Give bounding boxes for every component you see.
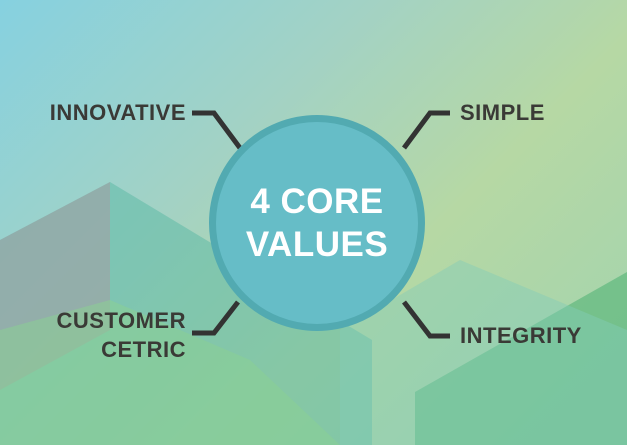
bg-shape-mint-right xyxy=(340,260,627,445)
value-simple-text: SIMPLE xyxy=(460,100,545,125)
value-label-integrity: INTEGRITY xyxy=(460,321,582,350)
value-integrity-text: INTEGRITY xyxy=(460,323,582,348)
connector-customer xyxy=(192,300,240,336)
value-label-innovative: INNOVATIVE xyxy=(50,98,186,127)
value-customer-line1: CUSTOMER xyxy=(56,308,186,333)
value-customer-line2: CETRIC xyxy=(101,337,186,362)
value-innovative-text: INNOVATIVE xyxy=(49,100,186,125)
bg-shape-green-bottom xyxy=(0,300,340,445)
connector-integrity xyxy=(402,300,450,339)
value-label-simple: SIMPLE xyxy=(460,98,545,127)
bg-shape-green-right xyxy=(415,272,627,445)
connector-simple xyxy=(401,110,450,150)
center-title-line1: 4 CORE xyxy=(250,182,384,221)
value-label-customer-cetric: CUSTOMER CETRIC xyxy=(57,306,187,364)
connector-innovative xyxy=(192,110,243,150)
center-title-line2: VALUES xyxy=(245,225,389,264)
center-circle: 4 CORE VALUES xyxy=(209,115,425,331)
